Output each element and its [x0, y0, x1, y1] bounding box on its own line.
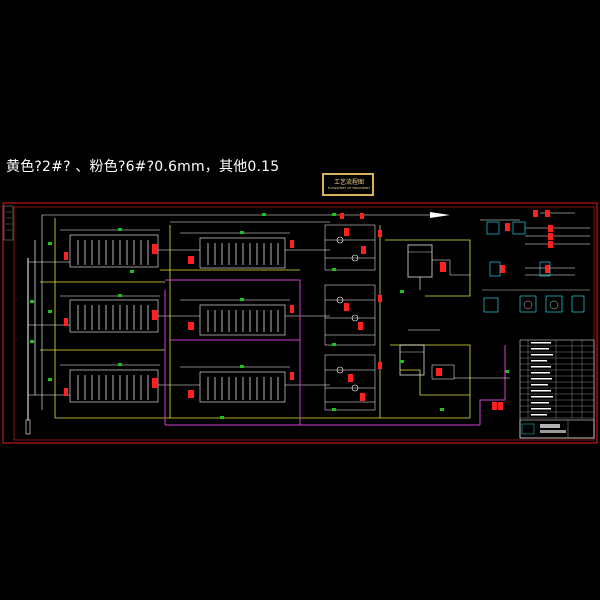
title-block-stamp — [519, 419, 595, 439]
pump-manifold-bottom — [324, 354, 376, 411]
drawing-title-block: 工艺流程图 FLOWSHEET OF TREATMENT — [322, 173, 374, 196]
green-valve-markers — [30, 213, 509, 419]
equipment-row-1 — [28, 229, 330, 269]
equipment-schedule-table — [519, 339, 595, 439]
equipment-row-3 — [28, 364, 330, 403]
drawing-subtitle: FLOWSHEET OF TREATMENT — [327, 186, 371, 190]
line-weight-note: 黄色?2#? 、粉色?6#?0.6mm，其他0.15 — [6, 159, 280, 175]
equipment-row-2 — [28, 295, 330, 336]
pump-manifold-top — [324, 224, 376, 271]
red-valve-markers — [64, 213, 503, 410]
drawing-frame — [13, 206, 595, 441]
storage-tank-lower — [399, 329, 510, 380]
pump-manifold-middle — [324, 284, 376, 346]
drawing-title: 工艺流程图 — [333, 179, 364, 186]
yellow-pipe-network — [40, 218, 471, 419]
storage-tank-upper — [407, 244, 470, 290]
sheet-border — [2, 202, 598, 444]
dosing-units — [483, 221, 585, 313]
pink-pipe-network — [164, 279, 506, 426]
binding-margin-block — [3, 205, 14, 241]
right-valves-red — [500, 210, 553, 273]
